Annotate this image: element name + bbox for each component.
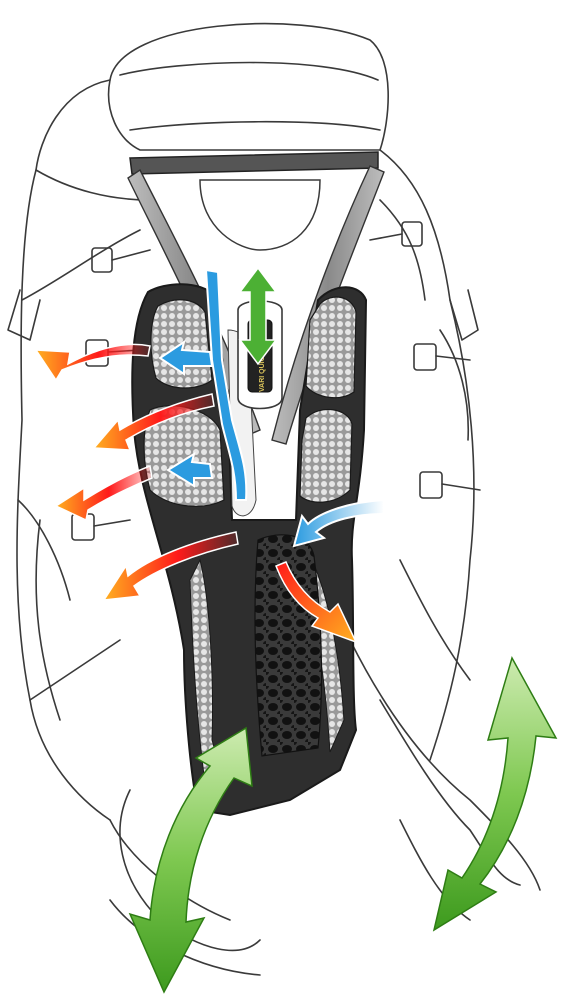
cool-air-arrow-right [292,498,385,548]
warm-air-arrow-5 [275,561,358,644]
warm-air-arrow-1 [34,343,151,382]
buckle-right-upper [401,221,423,247]
lower-right-pad [299,408,353,503]
hip-movement-arrow-right [432,656,558,932]
upper-right-pad [305,296,357,399]
hip-movement-arrow-left [128,726,253,994]
cool-air-arrow-upper [158,339,214,376]
warm-air-arrows [34,343,358,644]
neck-opening [199,179,321,251]
buckle-right-lower [419,471,443,499]
warm-air-arrow-2 [92,393,215,451]
cool-air-arrow-main [204,268,248,501]
right-body [379,149,475,761]
buckle-right-mid [413,343,437,371]
warm-air-arrow-3 [54,464,153,522]
left-body [16,79,111,821]
double-arrow-vertical-icon [238,266,278,366]
lid [107,22,389,151]
load-lifter-bar [129,151,379,175]
cool-air-arrow-middle [166,451,214,488]
length-adjust-arrow [238,266,278,366]
hip-movement-arrows [128,656,558,994]
cool-air-arrows [158,268,385,548]
warm-air-arrow-4 [102,531,239,601]
vari-quick-logo: VARI QUICK [259,351,266,392]
